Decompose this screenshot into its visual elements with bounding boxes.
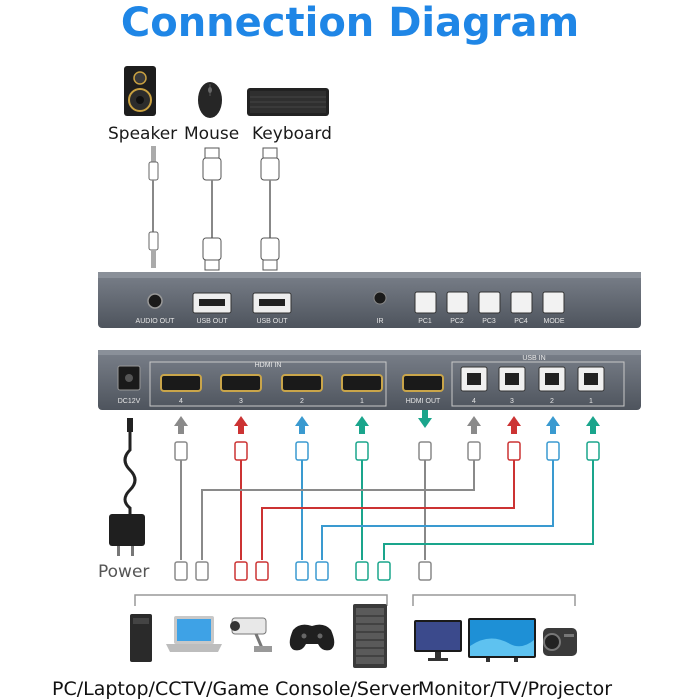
arrow-icon <box>550 426 556 434</box>
usb-plug <box>377 561 391 581</box>
button-label: PC2 <box>450 318 464 325</box>
hdmi-out-label: HDMI OUT <box>406 398 441 405</box>
usb-plug <box>546 441 560 461</box>
front-port-label: USB OUT <box>256 318 288 325</box>
hdmi-plug <box>174 441 188 461</box>
arrow-icon <box>299 426 305 434</box>
arrow-icon <box>471 426 477 434</box>
usb-cable <box>383 460 594 560</box>
button-label: PC1 <box>418 318 432 325</box>
usb-cable <box>261 460 515 560</box>
keyboard-label: Keyboard <box>252 124 332 144</box>
page-title: Connection Diagram <box>120 0 580 46</box>
arrow-icon <box>355 416 369 426</box>
hdmi-plug <box>355 441 369 461</box>
button-label: PC3 <box>482 318 496 325</box>
mouse-label: Mouse <box>184 124 240 144</box>
hdmi-plug <box>234 561 248 581</box>
keyboard-icon <box>247 88 329 116</box>
speaker-label: Speaker <box>108 124 178 144</box>
usb-cable <box>321 460 554 560</box>
arrow-icon <box>590 426 596 434</box>
tv-icon <box>468 618 536 662</box>
hdmi-in-1-port <box>341 374 383 392</box>
usb-plug <box>507 441 521 461</box>
hdmi-in-2-port <box>281 374 323 392</box>
usb-in-label: USB IN <box>522 355 545 362</box>
hdmi-in-number: 3 <box>239 398 243 405</box>
hdmi-in-number: 1 <box>360 398 364 405</box>
pc4-button <box>510 291 533 314</box>
hdmi-out-port <box>402 374 444 392</box>
mouse-icon <box>198 82 222 118</box>
usb-plug <box>255 561 269 581</box>
usb-plug <box>195 561 209 581</box>
front-port-label: AUDIO OUT <box>136 318 176 325</box>
hdmi-in-3-port <box>220 374 262 392</box>
hdmi-plug <box>418 561 432 581</box>
usb-in-number: 4 <box>472 398 476 405</box>
speaker-icon <box>124 66 156 116</box>
arrow-icon <box>295 416 309 426</box>
hdmi-in-4-port <box>160 374 202 392</box>
pc1-button <box>414 291 437 314</box>
usb-in-number: 2 <box>550 398 554 405</box>
arrow-icon <box>546 416 560 426</box>
monitor-icon <box>414 620 462 661</box>
rear-panel: DC12V HDMI IN USB IN HDMI OUT 4 3 2 1 4 … <box>98 350 641 410</box>
arrow-icon <box>422 410 428 418</box>
laptop-icon <box>166 616 222 652</box>
arrow-icon <box>178 426 184 434</box>
arrow-icon <box>359 426 365 434</box>
usb-plug <box>467 441 481 461</box>
front-port-label: IR <box>377 318 384 325</box>
cctv-camera-icon <box>230 617 272 652</box>
sources-label: PC/Laptop/CCTV/Game Console/Server <box>52 678 420 700</box>
source-cables <box>174 410 600 581</box>
usb-plug <box>586 441 600 461</box>
arrow-icon <box>238 426 244 434</box>
arrow-icon <box>507 416 521 426</box>
usb-cable <box>201 460 475 560</box>
hdmi-plug <box>355 561 369 581</box>
front-panel: AUDIO OUT USB OUT USB OUT IR PC1 PC2 PC3… <box>98 272 641 328</box>
arrow-icon <box>418 418 432 428</box>
peripheral-cables <box>148 146 280 271</box>
arrow-icon <box>467 416 481 426</box>
power-label: Power <box>98 562 150 582</box>
pc2-button <box>446 291 469 314</box>
hdmi-in-label: HDMI IN <box>255 362 282 369</box>
arrow-icon <box>586 416 600 426</box>
group-brackets <box>134 594 576 606</box>
hdmi-plug <box>174 561 188 581</box>
ir-port <box>373 291 387 305</box>
hdmi-plug <box>418 441 432 461</box>
front-port-label: USB OUT <box>196 318 228 325</box>
hdmi-plug <box>295 561 309 581</box>
usb-in-number: 1 <box>589 398 593 405</box>
arrow-icon <box>174 416 188 426</box>
button-label: PC4 <box>514 318 528 325</box>
arrow-icon <box>234 416 248 426</box>
projector-icon <box>543 628 577 656</box>
usb-plug <box>315 561 329 581</box>
pc-tower-icon <box>130 614 152 662</box>
arrow-icon <box>511 426 517 434</box>
mode-button <box>542 291 565 314</box>
hdmi-in-number: 2 <box>300 398 304 405</box>
server-rack-icon <box>353 604 387 668</box>
hdmi-in-number: 4 <box>179 398 183 405</box>
button-label: MODE <box>544 318 565 325</box>
dc-label: DC12V <box>118 398 141 405</box>
audio-out-port <box>147 293 163 309</box>
usb-in-number: 3 <box>510 398 514 405</box>
power-adapter-icon <box>109 418 145 556</box>
game-controller-icon <box>289 624 335 651</box>
hdmi-plug <box>295 441 309 461</box>
hdmi-plug <box>234 441 248 461</box>
pc3-button <box>478 291 501 314</box>
displays-label: Monitor/TV/Projector <box>418 678 613 700</box>
